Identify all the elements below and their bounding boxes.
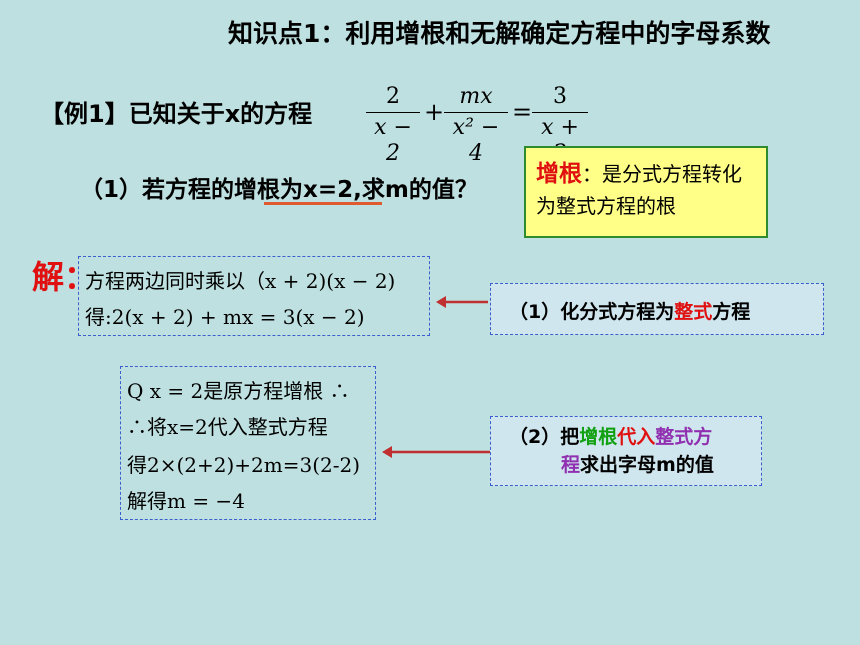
step1-line2: 得:2(x + 2) + mx = 3(x − 2) [85, 305, 365, 329]
equals-sign: = [512, 98, 533, 126]
step2-line1: Q x = 2是原方程增根 ∴ [127, 379, 350, 403]
step2-box: Q x = 2是原方程增根 ∴ ∴将x=2代入整式方程 得2×(2+2)+2m=… [120, 366, 376, 520]
definition-box: 增根：是分式方程转化为整式方程的根 [524, 146, 768, 238]
page-title: 知识点1：利用增根和无解确定方程中的字母系数 [228, 19, 771, 48]
note-step2: （2）把增根代入整式方 程求出字母m的值 [490, 416, 762, 486]
step1-line1: 方程两边同时乘以（x + 2)(x − 2) [85, 269, 396, 293]
fraction-3-numerator: 3 [553, 84, 567, 109]
plus-sign: + [424, 98, 445, 126]
definition-term: 增根 [536, 161, 582, 187]
step2-line2: ∴将x=2代入整式方程 [127, 415, 328, 439]
fraction-1-numerator: 2 [386, 84, 400, 109]
solution-label: 解： [32, 258, 97, 296]
arrow-left-icon [436, 296, 488, 308]
arrow-left-icon [382, 446, 490, 458]
definition-text: ：是分式方程转化为整式方程的根 [536, 162, 742, 218]
fraction-2-denominator: x² − 4 [452, 115, 500, 166]
fraction-2-numerator: mx [459, 84, 493, 109]
question-1: （1）若方程的增根为x=2,求m的值？ [80, 177, 478, 203]
root-underline [264, 202, 382, 205]
fraction-2: mx x² − 4 [444, 84, 508, 167]
fraction-1: 2 x − 2 [366, 84, 420, 167]
step2-line4: 解得m = −4 [127, 489, 245, 513]
fraction-1-denominator: x − 2 [374, 115, 412, 166]
example-label: 【例1】已知关于x的方程 [40, 100, 313, 128]
note-step1: （1）化分式方程为整式方程 [490, 283, 824, 335]
step1-box: 方程两边同时乘以（x + 2)(x − 2) 得:2(x + 2) + mx =… [78, 256, 430, 336]
step2-line3: 得2×(2+2)+2m=3(2-2) [127, 453, 361, 477]
